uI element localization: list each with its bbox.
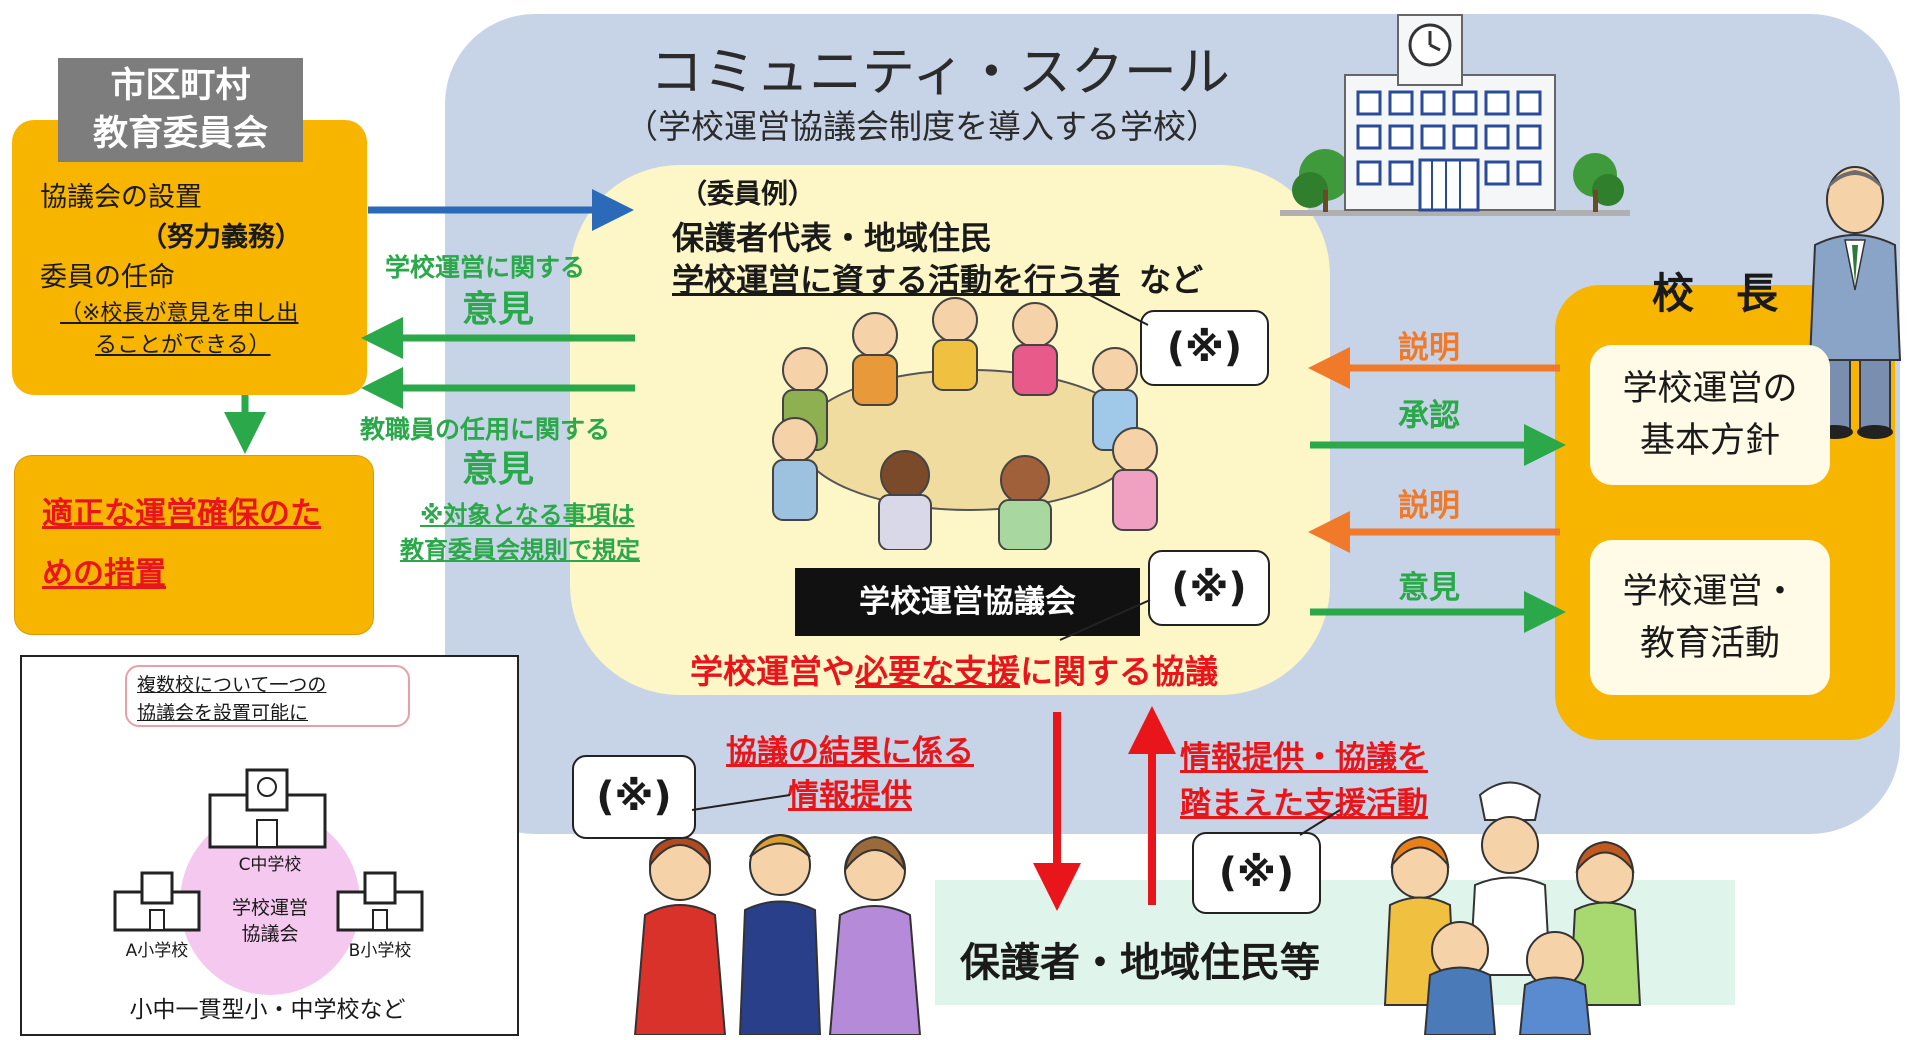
opinion-staff-note-line1: ※対象となる事項は bbox=[420, 501, 635, 529]
flow-opinion-label: 意見 bbox=[1398, 570, 1460, 606]
opinion-staff-note-line2: 教育委員会規則で規定 bbox=[400, 536, 640, 564]
school-a-icon bbox=[113, 871, 201, 932]
principal-activity-box: 学校運営・ 教育活動 bbox=[1590, 540, 1830, 695]
board-title-line1: 市区町村 bbox=[110, 66, 251, 106]
council-discussion-part3: に関する協議 bbox=[1020, 652, 1218, 691]
principal-policy-line2: 基本方針 bbox=[1639, 421, 1780, 461]
meeting-table-illustration bbox=[772, 297, 1158, 550]
info-support-line1: 情報提供・協議を bbox=[1180, 740, 1428, 776]
measures-line1: 適正な運営確保のた bbox=[42, 496, 321, 532]
board-panel bbox=[12, 120, 367, 395]
multi-caption: 小中一貫型小・中学校など bbox=[129, 997, 406, 1023]
council-discussion-part2: 必要な支援 bbox=[855, 652, 1020, 691]
flow-explain2-label: 説明 bbox=[1398, 488, 1460, 524]
principal-policy-line1: 学校運営の bbox=[1622, 369, 1798, 409]
principal-activity-line1: 学校運営・ bbox=[1622, 571, 1798, 612]
community-members-illustration bbox=[1383, 781, 1642, 1035]
school-c-label: C中学校 bbox=[238, 855, 302, 875]
cs-subtitle: （学校運営協議会制度を導入する学校） bbox=[625, 107, 1219, 146]
principal-title: 校 長 bbox=[1652, 269, 1779, 318]
school-b-icon bbox=[336, 871, 424, 932]
board-title-line2: 教育委員会 bbox=[92, 114, 268, 154]
multi-bubble-line2: 協議会を設置可能に bbox=[137, 702, 309, 724]
cs-title: コミュニティ・スクール bbox=[650, 42, 1230, 103]
callout-info-result: (※) bbox=[572, 755, 696, 839]
board-item-appoint-note: （※校長が意見を申し出 ることができる） bbox=[60, 298, 298, 362]
flow-explain1-label: 説明 bbox=[1398, 330, 1460, 366]
multi-council-label: 学校運営 協議会 bbox=[210, 895, 330, 947]
principal-activity-line2: 教育活動 bbox=[1639, 623, 1780, 664]
flow-approve-label: 承認 bbox=[1398, 398, 1460, 434]
multi-council-line1: 学校運営 bbox=[231, 897, 308, 919]
council-members-line1: 保護者代表・地域住民 bbox=[672, 219, 993, 257]
info-result-line1: 協議の結果に係る bbox=[726, 734, 974, 770]
opinion-school-word: 意見 bbox=[462, 289, 535, 330]
council-members-rest: など bbox=[1139, 261, 1204, 299]
callout-council: (※) bbox=[1148, 550, 1270, 626]
principal-figure-icon bbox=[1808, 166, 1902, 439]
board-note-line1: （※校長が意見を申し出 bbox=[60, 301, 299, 326]
school-c-icon bbox=[208, 768, 327, 849]
council-members-heading: （委員例） bbox=[680, 179, 815, 210]
board-item-establish-note: （努力義務） bbox=[140, 222, 302, 253]
opinion-staff-word: 意見 bbox=[462, 449, 535, 490]
council-members-line2: 学校運営に資する活動を行う者 など bbox=[672, 255, 1203, 301]
school-b-label: B小学校 bbox=[348, 941, 412, 961]
board-note-line2: ることができる） bbox=[95, 333, 271, 358]
info-result: 協議の結果に係る 情報提供 bbox=[695, 730, 1005, 818]
school-a-label: A小学校 bbox=[125, 941, 189, 961]
principal-policy-box: 学校運営の 基本方針 bbox=[1590, 345, 1830, 485]
council-discussion-part1: 学校運営や bbox=[690, 652, 855, 691]
info-result-line2: 情報提供 bbox=[788, 778, 912, 814]
board-item-appoint: 委員の任命 bbox=[40, 262, 175, 293]
opinion-school-label: 学校運営に関する bbox=[385, 253, 586, 282]
multi-school-bubble: 複数校について一つの 協議会を設置可能に bbox=[125, 665, 410, 727]
school-building-icon bbox=[1280, 14, 1630, 216]
council-members-underlined: 学校運営に資する活動を行う者 bbox=[672, 261, 1121, 299]
measures-line2: めの措置 bbox=[42, 556, 166, 592]
community-label: 保護者・地域住民等 bbox=[960, 940, 1320, 986]
callout-members: (※) bbox=[1140, 310, 1269, 386]
measures-box bbox=[14, 455, 374, 635]
callout-info-support: (※) bbox=[1192, 832, 1321, 914]
council-name: 学校運営協議会 bbox=[795, 568, 1140, 636]
council-discussion: 学校運営や必要な支援に関する協議 bbox=[690, 645, 1218, 693]
multi-bubble-line1: 複数校について一つの bbox=[137, 674, 327, 696]
parents-illustration bbox=[633, 833, 922, 1035]
board-item-establish: 協議会の設置 bbox=[40, 182, 202, 213]
board-title: 市区町村 教育委員会 bbox=[58, 58, 303, 162]
multi-council-line2: 協議会 bbox=[241, 923, 299, 945]
opinion-staff-label: 教職員の任用に関する bbox=[360, 415, 611, 444]
